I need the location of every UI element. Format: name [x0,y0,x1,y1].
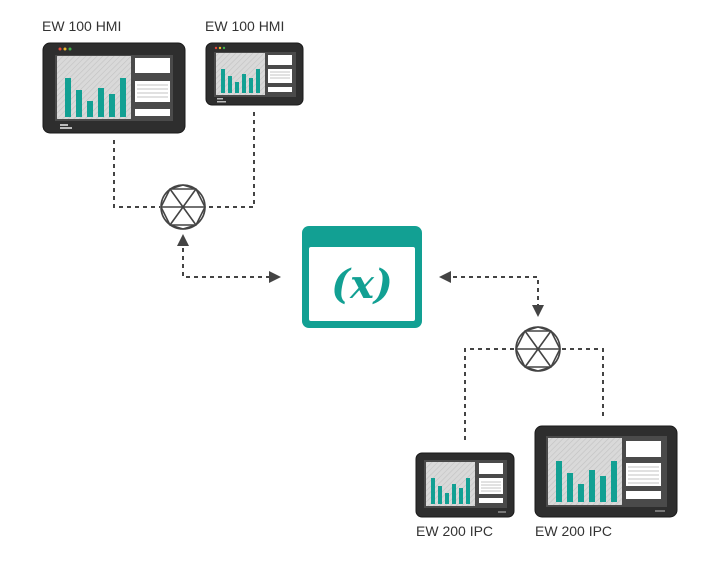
device-hmi-1 [42,42,186,134]
variable-icon: (x) [302,226,422,328]
device-ipc-1 [415,452,515,518]
device-hmi-2 [205,42,304,106]
globe-network-icon [515,326,561,372]
connector-lines [113,112,604,444]
globe-network-icon [160,184,206,230]
bar-chart-icon [65,78,126,117]
device-label-hmi-2: EW 100 HMI [205,18,284,34]
device-label-hmi-1: EW 100 HMI [42,18,121,34]
device-label-ipc-1: EW 200 IPC [416,523,493,539]
variable-symbol: (x) [331,261,393,308]
bar-chart-icon [431,478,470,504]
bar-chart-icon [221,69,260,93]
bar-chart-icon [556,461,617,502]
device-ipc-2 [534,425,678,518]
device-label-ipc-2: EW 200 IPC [535,523,612,539]
